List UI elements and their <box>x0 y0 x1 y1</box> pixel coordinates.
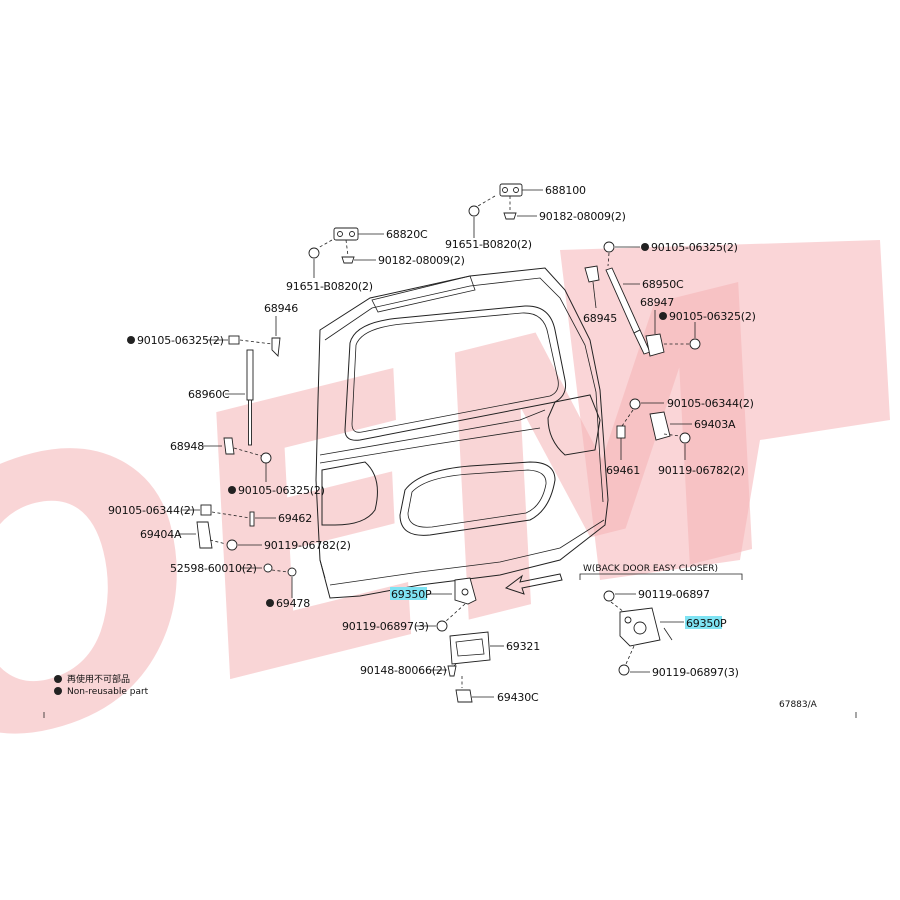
label-52598: 52598-60010(2) <box>170 562 257 575</box>
label-68948: 68948 <box>170 440 204 453</box>
label-90119-06897-3: 90119-06897(3) <box>342 620 429 633</box>
label-68820C: 68820C <box>386 228 428 241</box>
label-688100: 688100 <box>545 184 586 197</box>
outside-handle-69321: 69321 90148-80066(2) <box>360 631 540 677</box>
label-90105-06325-left: 90105-06325(2) <box>137 334 224 347</box>
label-90105-06325-right2: 90105-06325(2) <box>669 310 756 323</box>
label-90105-06344-right: 90105-06344(2) <box>667 397 754 410</box>
legend: 再使用不可部品 Non-reusable part <box>54 673 149 697</box>
label-69403A: 69403A <box>694 418 736 431</box>
watermark: OEM <box>0 211 890 837</box>
figure-id: 67883/A <box>779 700 818 710</box>
label-68947: 68947 <box>640 296 674 309</box>
label-90148: 90148-80066(2) <box>360 664 447 677</box>
label-68946: 68946 <box>264 302 298 315</box>
non-reusable-dot-1 <box>54 675 62 683</box>
label-90119-06782-left: 90119-06782(2) <box>264 539 351 552</box>
striker-69430C: 69430C <box>455 676 539 704</box>
label-69461: 69461 <box>606 464 640 477</box>
label-90105-06325-right: 90105-06325(2) <box>651 241 738 254</box>
label-69404A: 69404A <box>140 528 182 541</box>
stay-damper-right: 90105-06325(2) 68945 68950C 68947 90105-… <box>583 241 756 357</box>
label-69478: 69478 <box>276 597 310 610</box>
label-90182-top: 90182-08009(2) <box>539 210 626 223</box>
label-68945: 68945 <box>583 312 617 325</box>
highlight-69350P-main <box>390 587 427 600</box>
back-door-panel <box>315 267 609 599</box>
arrow-to-lock <box>504 573 563 595</box>
label-90105-06344-left: 90105-06344(2) <box>108 504 195 517</box>
label-90119-06782-right: 90119-06782(2) <box>658 464 745 477</box>
hinge-68820C: 68820C 90182-08009(2) 91651-B0820(2) <box>286 227 465 293</box>
label-68950C: 68950C <box>642 278 684 291</box>
stay-damper-left: 68946 90105-06325(2) 68960C 68948 90105-… <box>127 302 325 497</box>
non-reusable-dot-2 <box>54 687 62 695</box>
label-90119-06897-closer: 90119-06897 <box>638 588 710 601</box>
label-90119-06897-3-closer: 90119-06897(3) <box>652 666 739 679</box>
label-91651-left: 91651-B0820(2) <box>286 280 373 293</box>
label-90105-06325-mid: 90105-06325(2) <box>238 484 325 497</box>
side-striker-right: 90105-06344(2) 69461 69403A 90119-06782(… <box>606 397 754 477</box>
legend-line-2: Non-reusable part <box>67 687 149 697</box>
easy-closer-title: W(BACK DOOR EASY CLOSER) <box>583 564 718 574</box>
label-69430C: 69430C <box>497 691 539 704</box>
watermark-engine-icon <box>560 240 890 580</box>
license-plate-recess <box>399 461 556 536</box>
label-90182-left: 90182-08009(2) <box>378 254 465 267</box>
label-69462: 69462 <box>278 512 312 525</box>
label-68960C: 68960C <box>188 388 230 401</box>
back-door-lock-main: 69350P 90119-06897(3) <box>342 573 563 633</box>
left-lamp-opening <box>321 461 378 526</box>
legend-line-1: 再使用不可部品 <box>67 673 130 685</box>
label-69350P-closer: 69350P <box>686 617 727 630</box>
right-lamp-opening <box>547 394 601 456</box>
side-striker-left: 90105-06344(2) 69462 69404A 90119-06782(… <box>108 504 351 610</box>
hinge-688100: 688100 90182-08009(2) 91651-B0820(2) <box>445 183 626 251</box>
easy-closer-inset: W(BACK DOOR EASY CLOSER) 90119-06897 693… <box>579 564 743 679</box>
label-91651-top: 91651-B0820(2) <box>445 238 532 251</box>
label-69350P-main: 69350P <box>391 588 432 601</box>
rear-window <box>344 305 566 441</box>
label-69321: 69321 <box>506 640 540 653</box>
highlight-69350P-closer <box>685 616 722 629</box>
